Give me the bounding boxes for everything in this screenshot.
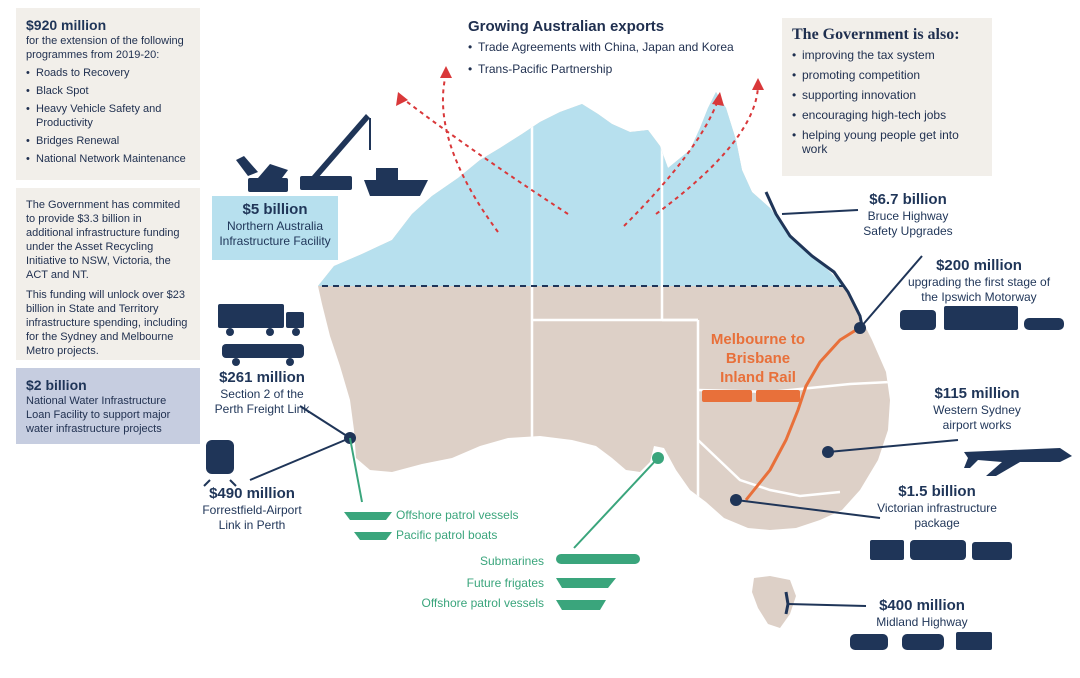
vehicles-icon xyxy=(900,306,1064,330)
programmes-amount: $920 million xyxy=(26,17,107,33)
list-item: Trans-Pacific Partnership xyxy=(468,62,768,76)
midland-amount: $400 million xyxy=(879,597,965,614)
ipswich-label: $200 million upgrading the first stage o… xyxy=(904,256,1054,305)
defence-south-2: Future frigates xyxy=(466,576,544,590)
freight-truck-icon xyxy=(218,304,304,366)
tasmania-vehicles-icon xyxy=(850,632,992,650)
list-item: Black Spot xyxy=(26,84,190,98)
ipswich-amount: $200 million xyxy=(936,257,1022,274)
wsa-amount: $115 million xyxy=(934,385,1020,402)
forrestfield-amount: $490 million xyxy=(209,485,295,502)
rail-train-icon xyxy=(702,390,800,402)
programmes-list: Roads to Recovery Black Spot Heavy Vehic… xyxy=(26,66,190,166)
defence-south-1: Submarines xyxy=(479,554,544,568)
list-item: Roads to Recovery xyxy=(26,66,190,80)
train-icon xyxy=(203,440,237,487)
list-item: improving the tax system xyxy=(792,48,982,62)
list-item: helping young people get into work xyxy=(792,128,982,156)
vic-label: $1.5 billion Victorian infrastructure pa… xyxy=(872,482,1002,531)
programmes-intro: for the extension of the following progr… xyxy=(26,35,184,61)
victoria-vehicles-icon xyxy=(870,540,1012,560)
vic-text: Victorian infrastructure package xyxy=(877,501,997,530)
list-item: Heavy Vehicle Safety and Productivity xyxy=(26,102,190,130)
bruce-text: Bruce Highway Safety Upgrades xyxy=(863,209,953,238)
defence-west-1: Offshore patrol vessels xyxy=(396,508,519,522)
list-item: supporting innovation xyxy=(792,88,982,102)
perth-freight-text: Section 2 of the Perth Freight Link xyxy=(214,387,310,416)
bruce-label: $6.7 billion Bruce Highway Safety Upgrad… xyxy=(856,190,960,239)
wsa-label: $115 million Western Sydney airport work… xyxy=(922,384,1032,433)
forrestfield-label: $490 million Forrestfield-Airport Link i… xyxy=(194,484,310,533)
asset-recycling-text-2: This funding will unlock over $23 billio… xyxy=(26,289,188,357)
asset-recycling-text: The Government has commited to provide $… xyxy=(26,199,181,281)
vic-amount: $1.5 billion xyxy=(898,483,976,500)
inland-rail-label: Melbourne to Brisbane Inland Rail xyxy=(710,331,806,386)
programmes-box: $920 million for the extension of the fo… xyxy=(16,8,200,180)
water-box: $2 billion National Water Infrastructure… xyxy=(16,368,200,444)
list-item: Trade Agreements with China, Japan and K… xyxy=(468,40,768,54)
naif-label: $5 billion Northern Australia Infrastruc… xyxy=(212,196,338,260)
midland-text: Midland Highway xyxy=(876,615,968,629)
defence-west-2: Pacific patrol boats xyxy=(396,528,498,542)
ipswich-text: upgrading the first stage of the Ipswich… xyxy=(907,275,1051,304)
naif-text: Northern Australia Infrastructure Facili… xyxy=(219,219,331,248)
government-box: The Government is also: improving the ta… xyxy=(782,18,992,176)
forrestfield-text: Forrestfield-Airport Link in Perth xyxy=(202,503,302,532)
list-item: Bridges Renewal xyxy=(26,134,190,148)
list-item: National Network Maintenance xyxy=(26,152,190,166)
perth-freight-label: $261 million Section 2 of the Perth Frei… xyxy=(210,368,314,417)
water-amount: $2 billion xyxy=(26,377,87,393)
water-text: National Water Infrastructure Loan Facil… xyxy=(26,395,171,435)
list-item: promoting competition xyxy=(792,68,982,82)
defence-south-3: Offshore patrol vessels xyxy=(421,596,544,610)
perth-freight-amount: $261 million xyxy=(219,369,305,386)
list-item: encouraging high-tech jobs xyxy=(792,108,982,122)
construction-machinery-icon xyxy=(236,114,428,196)
exports-title: Growing Australian exports xyxy=(468,18,665,35)
naif-amount: $5 billion xyxy=(242,201,308,218)
government-title: The Government is also: xyxy=(792,26,960,43)
asset-recycling-box: The Government has commited to provide $… xyxy=(16,188,200,360)
tasmania xyxy=(752,576,796,628)
midland-label: $400 million Midland Highway xyxy=(864,596,980,630)
exports-box: Growing Australian exports Trade Agreeme… xyxy=(468,18,768,80)
navy-vessels-icon xyxy=(344,512,640,610)
airplane-icon xyxy=(964,448,1072,476)
bruce-amount: $6.7 billion xyxy=(869,191,947,208)
wsa-text: Western Sydney airport works xyxy=(933,403,1021,432)
